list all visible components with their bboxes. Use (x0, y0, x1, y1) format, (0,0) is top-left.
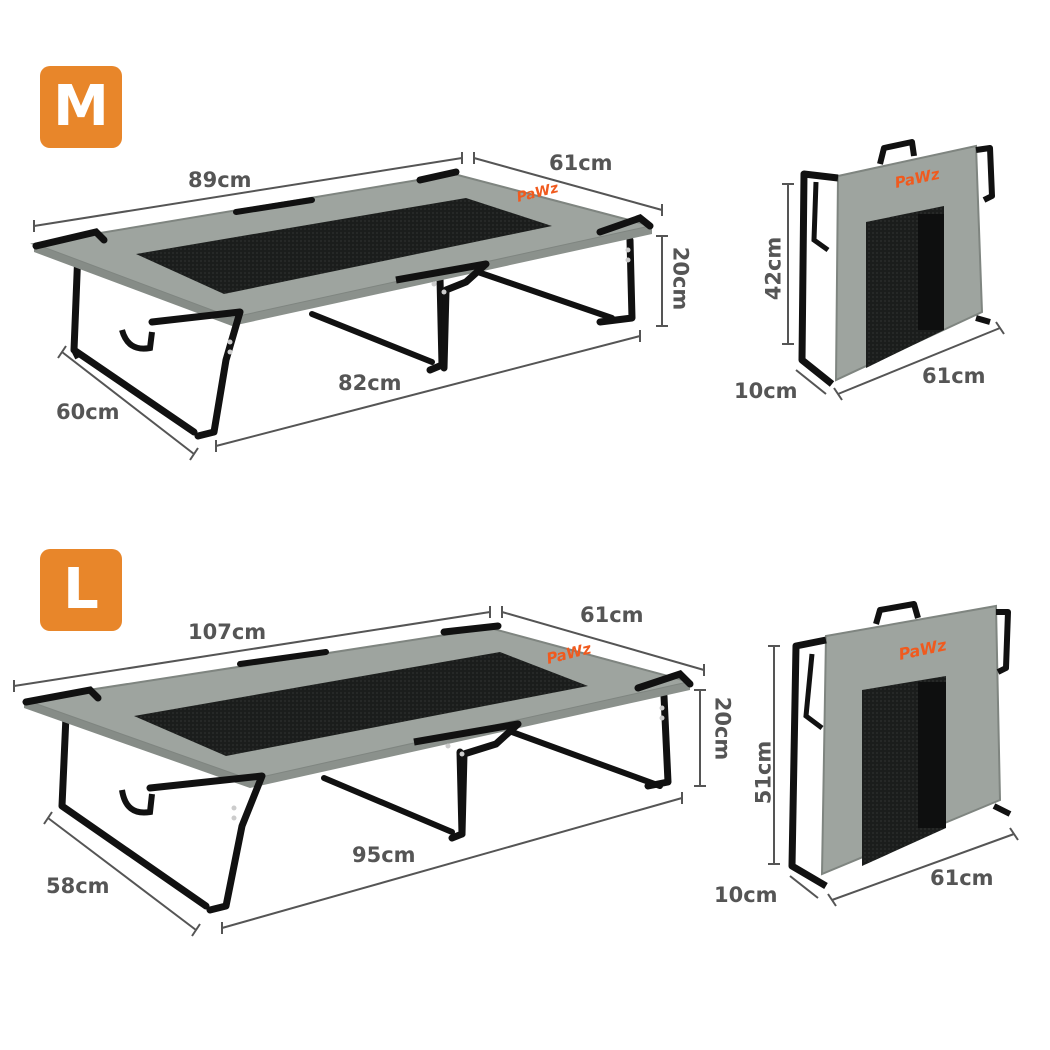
bed-l-dimension-lines (13, 606, 706, 937)
bed-m-length-label: 89cm (188, 168, 252, 192)
size-badge-m: M (40, 66, 122, 148)
folded-l-width-label: 61cm (930, 866, 994, 890)
folded-l-depth-label: 10cm (714, 883, 778, 907)
bed-m-leg-width-label: 60cm (56, 400, 120, 424)
folded-l-height-label: 51cm (751, 740, 776, 805)
folded-l-illustration: PaWz (788, 601, 1012, 890)
folded-m-depth-label: 10cm (734, 379, 798, 403)
bed-m-width-label: 61cm (549, 151, 613, 175)
bed-m-leg-length-label: 82cm (338, 371, 402, 395)
folded-m-illustration: PaWz (798, 139, 995, 387)
bed-l-illustration: PaWz (22, 622, 694, 914)
bed-l-height-label: 20cm (710, 696, 735, 761)
bed-m-height-label: 20cm (668, 246, 693, 311)
bed-m-dimension-lines (33, 152, 668, 461)
folded-m-dimension-lines (782, 183, 1005, 401)
bed-l-length-label: 107cm (188, 620, 267, 644)
bed-l-width-label: 61cm (580, 603, 644, 627)
bed-l-leg-width-label: 58cm (46, 874, 110, 898)
bed-l-leg-length-label: 95cm (352, 843, 416, 867)
folded-m-height-label: 42cm (761, 236, 786, 301)
folded-m-width-label: 61cm (922, 364, 986, 388)
size-badge-l: L (40, 549, 122, 631)
folded-l-dimension-lines (768, 645, 1019, 907)
bed-m-illustration: PaWz (30, 168, 654, 440)
